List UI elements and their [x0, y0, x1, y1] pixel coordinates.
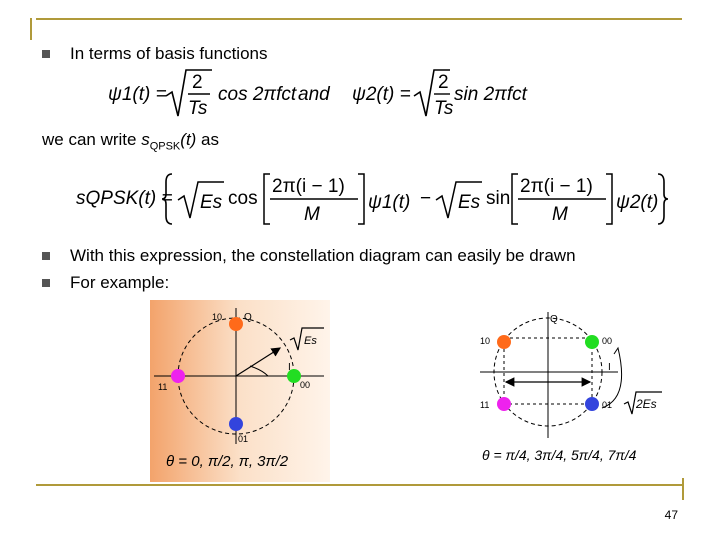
point-01 [585, 397, 599, 411]
point-01-label: 01 [602, 400, 612, 410]
we-can-write-line: we can write sQPSK(t) as [42, 130, 219, 152]
i-axis-label: I [608, 362, 611, 373]
bullet-text: For example: [70, 273, 170, 292]
sin-word: sin [486, 188, 510, 209]
psi2-lhs: ψ2(t) = [352, 84, 411, 105]
point-10 [229, 317, 243, 331]
top-rule [36, 18, 682, 20]
and-word: and [298, 84, 331, 105]
page-number: 47 [664, 508, 678, 522]
sin-term: sin 2πfct [454, 84, 528, 105]
point-01 [229, 417, 243, 431]
psi1-lhs: ψ1(t) = [108, 84, 167, 105]
theta-expression: θ = π/4, 3π/4, 5π/4, 7π/4 [482, 447, 637, 463]
minus-sign: − [420, 188, 431, 209]
point-10-label: 10 [480, 336, 490, 346]
right-rule [682, 478, 684, 500]
bullet-basis-functions: In terms of basis functions [42, 44, 267, 64]
constellation-diagram-diagonal: Q I 10 00 11 01 2Es θ = π/4, 3π/4, 5π/4,… [470, 308, 680, 478]
signal-symbol: s [141, 130, 150, 149]
sqrt-2es-label: 2Es [635, 397, 657, 411]
frac-num-1: 2 [192, 72, 203, 93]
left-rule [30, 18, 32, 40]
point-10 [497, 335, 511, 349]
we-can-write-suffix: as [196, 130, 220, 149]
sqrt-es-2: Es [458, 192, 481, 213]
signal-subscript: QPSK [149, 140, 181, 153]
square-bullet-icon [42, 252, 50, 260]
qpsk-signal-equation: sQPSK(t) = Es cos 2π(i − 1) M ψ1(t) − Es… [76, 173, 669, 225]
qpsk-lhs: sQPSK(t) = [76, 188, 173, 209]
denominator-2: M [552, 204, 568, 225]
denominator-1: M [304, 204, 320, 225]
we-can-write-prefix: we can write [42, 130, 142, 149]
square-bullet-icon [42, 279, 50, 287]
theta-expression: θ = 0, π/2, π, 3π/2 [166, 453, 289, 470]
point-11-label: 11 [480, 400, 489, 410]
psi1-term: ψ1(t) [368, 192, 410, 213]
numerator-1: 2π(i − 1) [272, 176, 345, 197]
q-axis-label: Q [550, 314, 558, 325]
frac-den-2: Ts [434, 98, 454, 119]
frac-num-2: 2 [438, 72, 449, 93]
cos-term: cos 2πfct [218, 84, 297, 105]
basis-function-equation: ψ1(t) = 2 Ts cos 2πfct and ψ2(t) = 2 Ts … [108, 69, 528, 119]
point-00-label: 00 [602, 336, 612, 346]
point-11 [497, 397, 511, 411]
curved-pointer-arrow-icon [601, 346, 623, 409]
square-bullet-icon [42, 50, 50, 58]
point-11 [171, 369, 185, 383]
psi2-term: ψ2(t) [616, 192, 658, 213]
point-10-label: 10 [212, 312, 222, 322]
point-01-label: 01 [238, 434, 248, 444]
i-axis-label: I [288, 362, 291, 373]
constellation-diagram-axis-aligned: Q I Es 10 00 11 01 θ = 0, π/2, π, 3π/2 [150, 300, 330, 482]
signal-time: (t) [180, 130, 197, 149]
sqrt-es-label: Es [304, 335, 317, 347]
point-11-label: 11 [158, 382, 167, 392]
bottom-rule [36, 484, 682, 486]
point-00 [287, 369, 301, 383]
bullet-text: In terms of basis functions [70, 44, 268, 63]
bullet-text: With this expression, the constellation … [70, 246, 576, 265]
sqrt-radical-icon [623, 391, 662, 415]
point-00-label: 00 [300, 380, 310, 390]
frac-den-1: Ts [188, 98, 208, 119]
cos-word: cos [228, 188, 258, 209]
point-00 [585, 335, 599, 349]
bullet-for-example: For example: [42, 273, 169, 293]
numerator-2: 2π(i − 1) [520, 176, 593, 197]
sqrt-es-1: Es [200, 192, 223, 213]
q-axis-label: Q [244, 312, 252, 323]
sqrt-radical-icon [289, 327, 324, 351]
bullet-expression: With this expression, the constellation … [42, 246, 576, 266]
